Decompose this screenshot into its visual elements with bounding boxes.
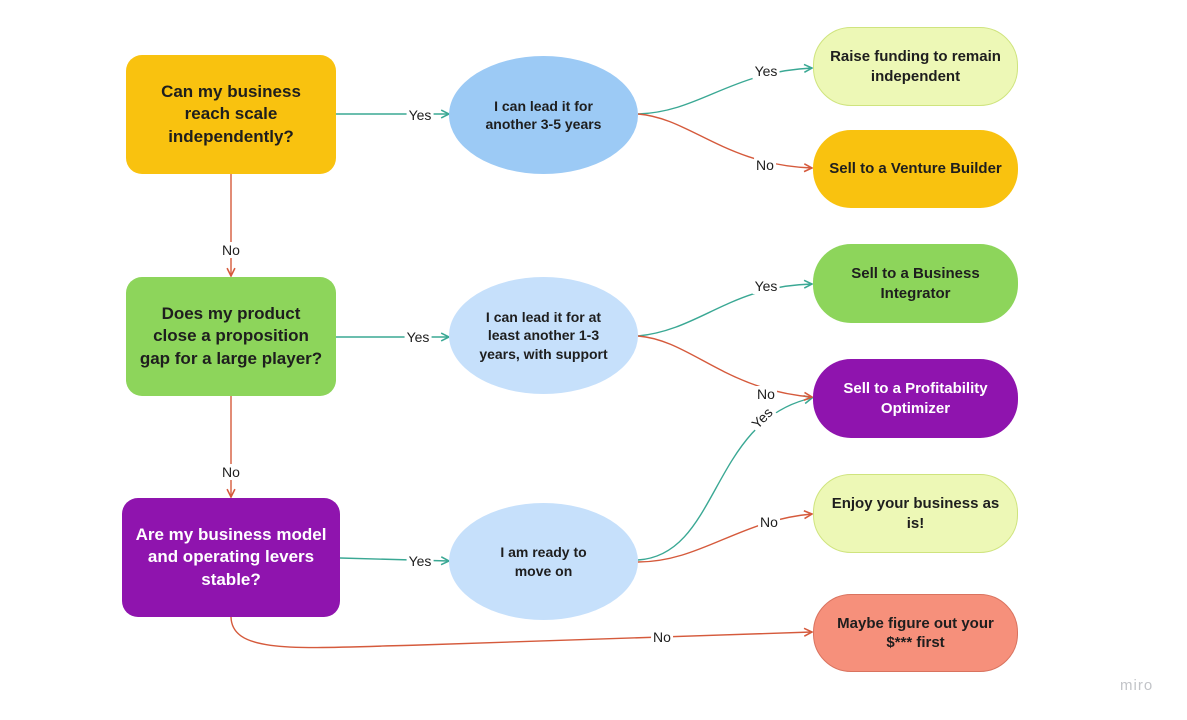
edge-c1-o1 bbox=[637, 68, 812, 115]
outcome-o3-pill: Sell to a Business Integrator bbox=[813, 244, 1018, 323]
edge-c3-o5 bbox=[637, 514, 812, 563]
miro-watermark: miro bbox=[1120, 677, 1154, 694]
outcome-o4-pill: Sell to a Profitability Optimizer bbox=[813, 359, 1018, 438]
edge-c2-o4 bbox=[637, 335, 812, 397]
edge-c1-o2 bbox=[637, 113, 812, 168]
condition-c1-ellipse: I can lead it for another 3-5 years bbox=[449, 56, 638, 174]
outcome-o2-pill: Sell to a Venture Builder bbox=[813, 130, 1018, 208]
question-q3-box: Are my business model and operating leve… bbox=[122, 498, 340, 617]
edge-label-q3-o6-no: No bbox=[651, 629, 673, 645]
edge-label-q1-c1-yes: Yes bbox=[406, 107, 434, 123]
edge-label-c1-o2-no: No bbox=[754, 157, 776, 173]
condition-c2-ellipse: I can lead it for at least another 1-3 y… bbox=[449, 277, 638, 394]
edge-label-q3-c3-yes: Yes bbox=[406, 553, 434, 569]
question-q1-box: Can my business reach scale independentl… bbox=[126, 55, 336, 174]
edge-label-q1-q2-no: No bbox=[220, 242, 242, 258]
outcome-o1-pill: Raise funding to remain independent bbox=[813, 27, 1018, 106]
edge-label-q2-q3-no: No bbox=[220, 464, 242, 480]
question-q2-box: Does my product close a proposition gap … bbox=[126, 277, 336, 396]
edge-label-c1-o1-yes: Yes bbox=[752, 63, 780, 79]
outcome-o5-pill: Enjoy your business as is! bbox=[813, 474, 1018, 553]
edge-q3-o6 bbox=[230, 616, 812, 649]
condition-c3-ellipse: I am ready to move on bbox=[449, 503, 638, 620]
edge-c3-o4 bbox=[637, 398, 812, 561]
edge-label-c2-o4-no: No bbox=[755, 386, 777, 402]
edge-label-c2-o3-yes: Yes bbox=[752, 278, 780, 294]
edge-label-q2-c2-yes: Yes bbox=[404, 329, 432, 345]
outcome-o6-pill: Maybe figure out your $*** first bbox=[813, 594, 1018, 672]
edge-c2-o3 bbox=[637, 284, 812, 337]
edge-label-c3-o5-no: No bbox=[758, 514, 780, 530]
